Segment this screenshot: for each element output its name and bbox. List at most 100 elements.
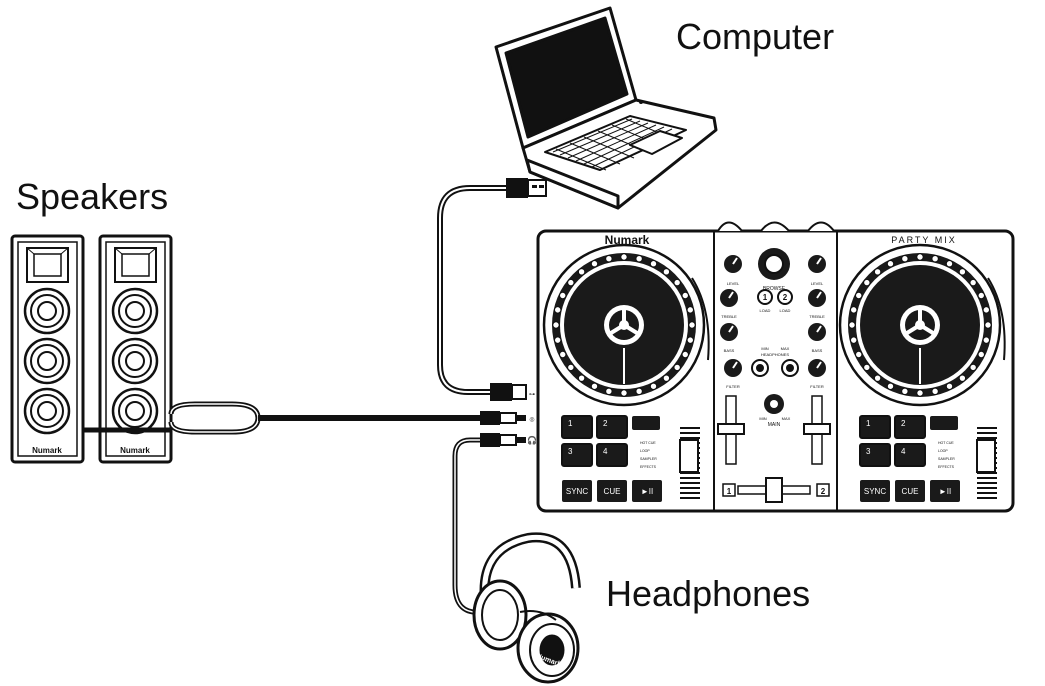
jog-dot: [590, 382, 599, 390]
eq-knobs: [720, 255, 826, 377]
speaker-left-brand: Numark: [32, 446, 62, 455]
jog-dot: [620, 253, 628, 261]
jog-dot: [901, 387, 909, 395]
jog-dot: [567, 278, 575, 287]
jog-dot: [554, 306, 562, 314]
left-pad-4[interactable]: [596, 443, 628, 467]
left-mode-sampler: SAMPLER: [640, 457, 657, 461]
jog-wheel-dots: [552, 253, 992, 397]
filter-label-l: FILTER: [726, 384, 740, 389]
right-pad-3-label: 3: [866, 447, 871, 456]
usb-cable: [437, 178, 547, 401]
load-2-label: LOAD: [780, 308, 791, 313]
right-pad-2[interactable]: [894, 415, 926, 439]
left-cue-label: CUE: [604, 487, 621, 496]
jog-dot: [850, 306, 858, 314]
jog-dot: [873, 268, 882, 276]
jog-dot: [931, 255, 939, 263]
channel-fader-2[interactable]: [803, 423, 831, 435]
jog-dot: [662, 374, 671, 382]
jog-dot: [945, 260, 954, 268]
right-mode-sampler: SAMPLER: [938, 457, 955, 461]
headphones-label: Headphones: [606, 573, 811, 614]
jog-dot: [969, 278, 977, 287]
right-play-button[interactable]: [930, 480, 960, 502]
right-pad-4-label: 4: [901, 447, 906, 456]
crossfader[interactable]: [765, 477, 783, 503]
left-mode-hotcue: HOT CUE: [640, 441, 656, 445]
jog-dot: [969, 363, 977, 372]
usb-port-icon: ⊶: [529, 392, 535, 398]
right-pad-3[interactable]: [859, 443, 891, 467]
left-pad-4-label: 4: [603, 447, 608, 456]
load-button-1[interactable]: [757, 289, 773, 305]
jog-dot: [982, 336, 990, 344]
right-pad-4[interactable]: [894, 443, 926, 467]
headphones: [472, 532, 581, 684]
speaker-right-brand: Numark: [120, 446, 150, 455]
right-sync-label: SYNC: [864, 487, 886, 496]
speaker-plug: [480, 411, 526, 425]
treble-label-l: TREBLE: [721, 314, 737, 319]
jog-dot: [605, 255, 613, 263]
left-cue-button[interactable]: [597, 480, 627, 502]
left-mode-effects: EFFECTS: [640, 465, 657, 469]
jog-dot: [662, 268, 671, 276]
jog-dot: [577, 374, 586, 382]
channel-fader-1[interactable]: [717, 423, 745, 435]
right-jog-wheel[interactable]: [838, 243, 1006, 407]
right-pad-2-label: 2: [901, 419, 906, 428]
controller-model: PARTY MIX: [891, 235, 957, 245]
browse-label: BROWSE: [763, 286, 786, 292]
jog-dot: [635, 387, 643, 395]
left-sync-label: SYNC: [566, 487, 588, 496]
jog-dot: [945, 382, 954, 390]
jog-dot: [855, 291, 863, 300]
eq-knob-indicator: [728, 325, 734, 333]
right-cue-label: CUE: [902, 487, 919, 496]
jog-dot: [855, 350, 863, 359]
left-pad-1[interactable]: [561, 415, 593, 439]
left-play-button[interactable]: [632, 480, 662, 502]
jog-dot: [673, 278, 681, 287]
load-1-label: LOAD: [760, 308, 771, 313]
eq-knob-indicator: [732, 257, 738, 265]
left-pitch-fader[interactable]: [679, 439, 699, 473]
laptop: [494, 6, 718, 210]
left-jog-wheel[interactable]: [542, 243, 710, 407]
headphones-section-label: HEADPHONES: [761, 352, 789, 357]
right-mode-effects: EFFECTS: [938, 465, 955, 469]
jog-dot: [559, 291, 567, 300]
eq-knob-indicator: [728, 291, 734, 299]
right-deck-controls: [859, 415, 996, 502]
left-mode-loop: LOOP: [640, 449, 650, 453]
right-cue-button[interactable]: [895, 480, 925, 502]
speaker-right: [98, 234, 173, 464]
load-1-num: 1: [763, 293, 768, 302]
jog-dot: [863, 278, 871, 287]
eq-knob-indicator: [816, 325, 822, 333]
right-pad-1[interactable]: [859, 415, 891, 439]
right-play-label: ►II: [939, 487, 951, 496]
left-pad-mode-button[interactable]: [632, 416, 660, 430]
load-button-2[interactable]: [777, 289, 793, 305]
right-pitch-fader[interactable]: [976, 439, 996, 473]
left-play-label: ►II: [641, 487, 653, 496]
jog-dot: [686, 306, 694, 314]
right-pad-mode-button[interactable]: [930, 416, 958, 430]
bass-label-l: BASS: [724, 348, 735, 353]
jog-dot: [850, 336, 858, 344]
right-sync-button[interactable]: [860, 480, 890, 502]
left-pad-3[interactable]: [561, 443, 593, 467]
jog-dot: [686, 336, 694, 344]
jog-dot: [886, 382, 895, 390]
headphone-port-icon: 🎧: [527, 435, 537, 445]
left-sync-button[interactable]: [562, 480, 592, 502]
jog-dot: [552, 321, 560, 329]
level-label-r: LEVEL: [811, 281, 824, 286]
jog-dot: [649, 382, 658, 390]
right-pad-1-label: 1: [866, 419, 871, 428]
right-mode-loop: LOOP: [938, 449, 948, 453]
jog-dot: [958, 374, 967, 382]
left-pad-2[interactable]: [596, 415, 628, 439]
